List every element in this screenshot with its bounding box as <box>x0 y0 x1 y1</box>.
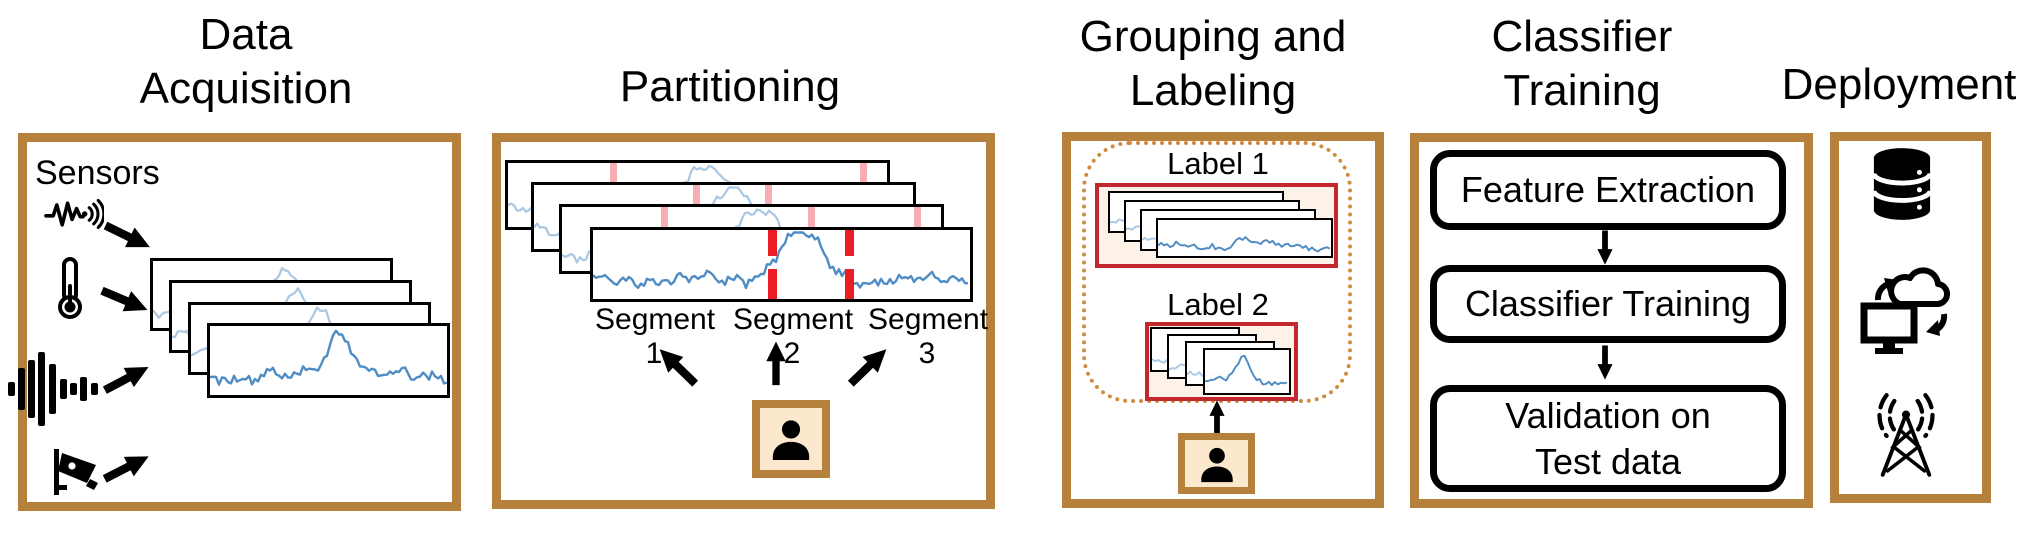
segment-3-label: Segment 3 <box>868 303 989 370</box>
stage-title-partitioning: Partitioning <box>619 62 841 111</box>
database-icon <box>1871 148 1933 220</box>
panel-partitioning: Segment 1 Segment 2 Segment 3 <box>492 133 995 509</box>
arrow-up-icon <box>1207 400 1227 436</box>
sensors-label: Sensors <box>35 154 160 192</box>
radio-tower-icon <box>1877 393 1935 477</box>
segment-divider <box>844 230 854 256</box>
segment-1-label: Segment 1 <box>595 303 716 370</box>
person-icon <box>768 417 814 461</box>
step-validation: Validation on Test data <box>1430 385 1786 492</box>
segment-tick <box>808 207 816 229</box>
arrow-down-icon <box>1592 229 1618 265</box>
arrow-up-icon <box>765 341 787 387</box>
panel-classifier-training: Feature Extraction Classifier Training V… <box>1410 133 1813 508</box>
arrow-up-right-icon <box>97 356 154 402</box>
arrow-down-right-icon <box>98 214 155 258</box>
stage-title-classifier-training: Classifier Training <box>1491 12 1673 115</box>
label-2-caption: Label 2 <box>1167 287 1269 322</box>
segment-tick <box>914 207 922 229</box>
segment-2-label: Segment 2 <box>733 303 854 370</box>
stage-title-grouping-labeling: Grouping and Labeling <box>1079 12 1347 115</box>
annotator-box <box>752 400 830 478</box>
stage-title-deployment: Deployment <box>1781 60 2017 109</box>
segment-tick <box>860 163 868 185</box>
label-1-caption: Label 1 <box>1167 146 1269 181</box>
segment-tick <box>765 185 773 207</box>
annotator-box <box>1178 433 1255 494</box>
audio-signal-icon <box>8 352 98 426</box>
signal-chart-segmented <box>590 227 973 302</box>
signal-chart <box>1156 218 1333 258</box>
signal-chart <box>207 323 450 398</box>
camera-icon <box>54 449 98 495</box>
panel-data-acquisition: Sensors <box>8 133 461 511</box>
segment-tick <box>693 185 701 207</box>
segment-divider <box>844 269 854 299</box>
step-classifier-training: Classifier Training <box>1430 265 1786 343</box>
person-icon <box>1197 445 1237 483</box>
vibration-sensor-icon <box>44 198 104 230</box>
stage-title-data-acquisition: Data Acquisition <box>139 10 353 113</box>
panel-deployment <box>1830 132 1991 503</box>
arrow-down-right-icon <box>95 279 152 321</box>
segment-divider <box>768 230 778 256</box>
segment-tick <box>610 163 618 185</box>
thermometer-icon <box>58 257 82 319</box>
signal-chart <box>1203 348 1291 395</box>
step-feature-extraction: Feature Extraction <box>1430 150 1786 230</box>
panel-grouping-labeling: Label 1 Label 2 <box>1062 132 1384 508</box>
cloud-computing-icon <box>1860 267 1950 354</box>
segment-tick <box>660 207 668 229</box>
arrow-down-icon <box>1592 344 1618 380</box>
segment-divider <box>768 269 778 299</box>
